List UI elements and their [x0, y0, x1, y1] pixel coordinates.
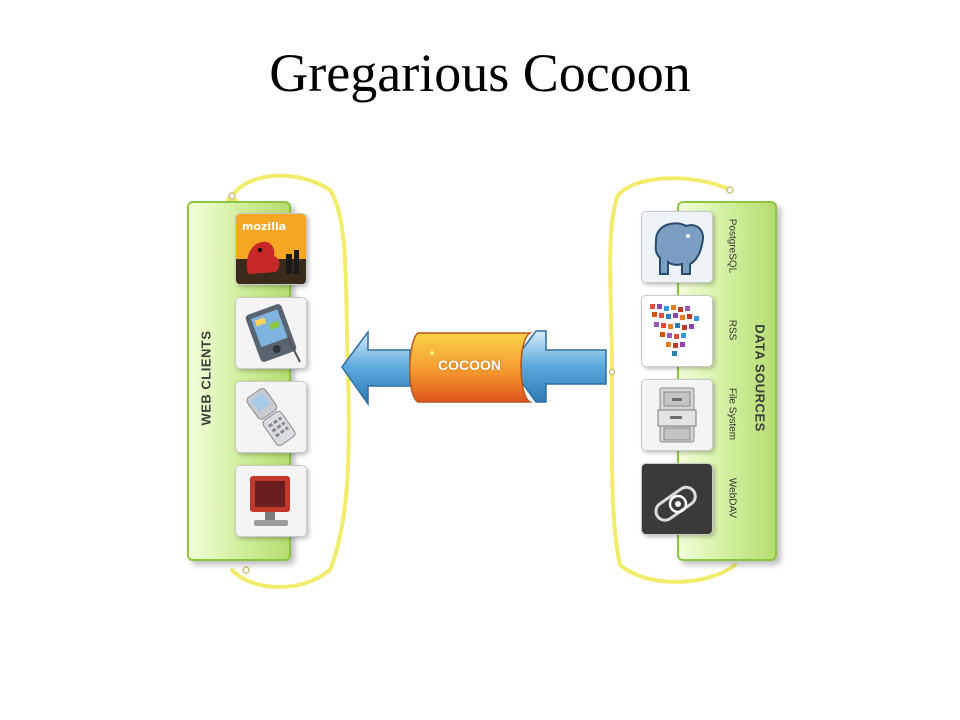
computer-monitor-icon [235, 465, 307, 537]
mozilla-text: mozilla [242, 220, 286, 233]
rss-icon [641, 295, 713, 367]
mobile-phone-icon [235, 381, 307, 453]
input-arrow [509, 330, 607, 403]
mozilla-icon: mozilla [235, 213, 307, 285]
filing-cabinet-icon [641, 379, 713, 451]
slide-title: Gregarious Cocoon [269, 43, 691, 103]
postgresql-elephant-icon [641, 211, 713, 283]
webdav-icon [641, 463, 713, 535]
cocoon-body [409, 332, 533, 403]
cocoon-label: COCOON [438, 357, 501, 373]
output-arrow [341, 329, 411, 407]
pda-icon [235, 297, 307, 369]
